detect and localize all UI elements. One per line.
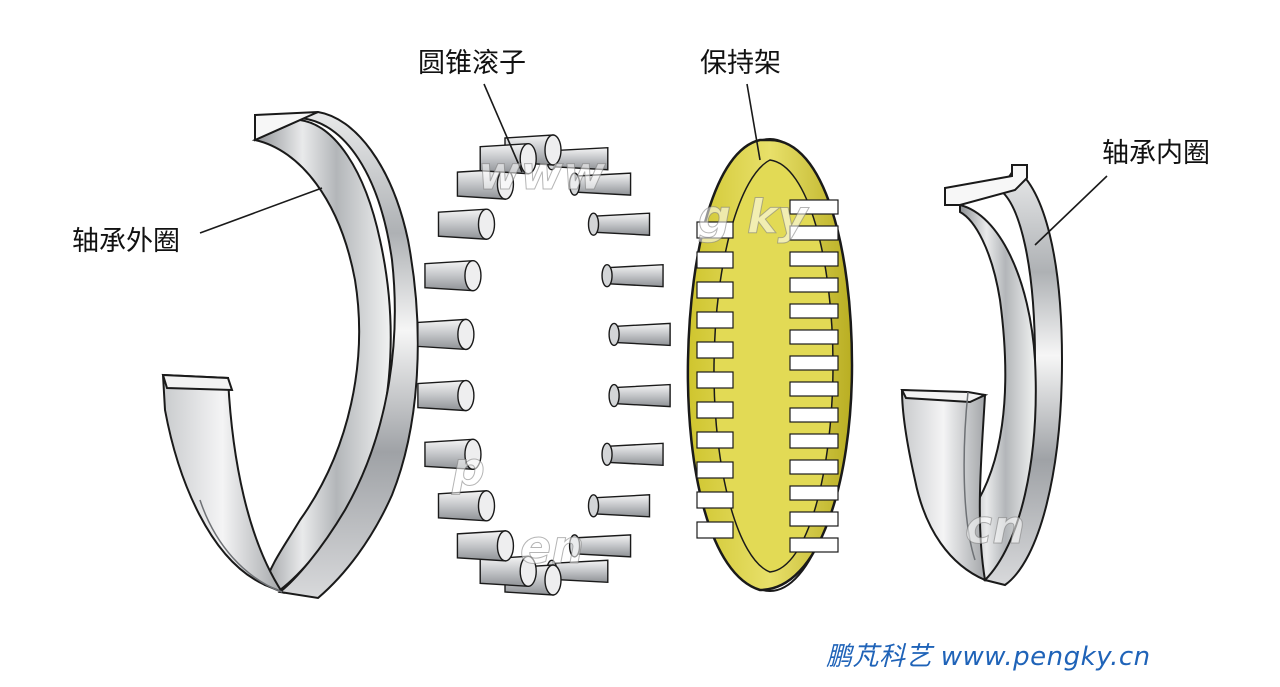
outer-ring-illustration [161,110,419,600]
inner-ring-illustration [900,164,1064,587]
tapered-roller [437,490,496,522]
cage-window [789,485,839,501]
tapered-roller [568,534,632,558]
leader-inner-ring [1034,175,1108,246]
ghost-watermark-en: en [520,520,585,575]
leader-rollers [483,83,523,173]
tapered-roller [424,438,482,471]
cage-window [789,407,839,423]
cage-window [789,433,839,449]
cage-illustration [686,138,854,592]
cage-window [789,355,839,371]
cage-window [696,341,734,359]
cage-window [789,303,839,319]
cage-window [696,461,734,479]
cage-window [696,491,734,509]
tapered-roller [601,442,664,467]
tapered-roller [424,259,482,292]
label-inner-ring: 轴承内圈 [1102,138,1210,169]
tapered-roller [601,263,664,288]
cage-window [789,537,839,553]
tapered-roller [608,322,671,347]
cage-window [696,431,734,449]
tapered-roller [479,142,537,175]
tapered-roller [456,168,515,200]
leader-outer-ring [199,187,323,234]
ghost-watermark-www: www [478,146,606,201]
tapered-roller [456,530,515,562]
cage-window [696,221,734,239]
label-cage: 保持架 [700,48,781,79]
watermark-text: 鹏芃科艺 www.pengky.cn [826,642,1151,672]
cage-window [696,251,734,269]
cage-window [696,311,734,329]
tapered-roller [608,383,671,408]
cage-window [789,381,839,397]
tapered-roller [437,208,496,240]
tapered-roller [587,494,651,518]
tapered-roller [587,212,651,236]
cage-window [696,371,734,389]
cage-window [789,329,839,345]
tapered-roller [479,555,537,588]
cage-window [789,251,839,267]
cage-window [789,459,839,475]
tapered-roller [417,318,475,351]
cage-window [696,521,734,539]
ghost-watermark-p: p [452,442,486,497]
ghost-watermark-cn: cn [964,500,1026,555]
cage-window [696,401,734,419]
tapered-roller [568,172,632,196]
label-tapered-rollers: 圆锥滚子 [418,48,526,79]
cage-window [789,511,839,527]
cage-window [696,281,734,299]
ghost-watermark-gky: g ky [698,190,809,245]
cage-window [789,225,839,241]
tapered-roller [417,379,475,412]
tapered-rollers-illustration [417,134,671,596]
cage-window [789,199,839,215]
cage-window [789,277,839,293]
leader-lines [199,83,1108,246]
label-outer-ring: 轴承外圈 [72,226,180,257]
leader-cage [746,83,761,161]
